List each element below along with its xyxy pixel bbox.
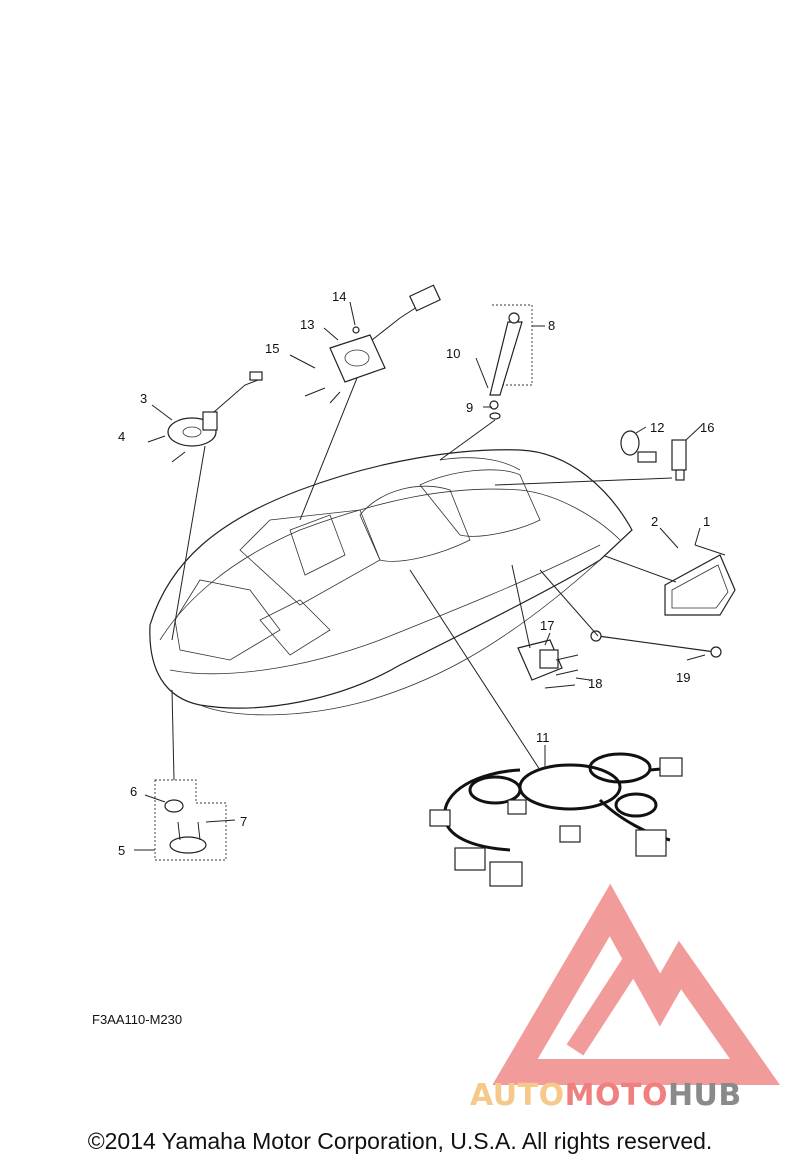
callout-18: 18 (588, 676, 602, 691)
callout-leaders (134, 301, 706, 851)
callout-13: 13 (300, 317, 314, 332)
callout-2: 2 (651, 514, 658, 529)
callout-11: 11 (536, 730, 550, 745)
boat-hull (149, 449, 633, 716)
callout-16: 16 (700, 420, 714, 435)
watermark-logo-icon (492, 883, 780, 1085)
callout-19: 19 (676, 670, 690, 685)
part-19-cable (590, 630, 722, 658)
part-3-flange (167, 371, 263, 447)
watermark-brand: AUTOMOTOHUB (470, 1078, 742, 1113)
part-16-sensor (620, 430, 687, 481)
watermark-hub: HUB (667, 1078, 742, 1113)
callout-8: 8 (548, 318, 555, 333)
part-8-hose (489, 304, 533, 420)
callout-3: 3 (140, 391, 147, 406)
leader-lines (171, 377, 677, 781)
part-17-unit (517, 639, 579, 689)
part-11-harness (429, 752, 683, 887)
callout-14: 14 (332, 289, 346, 304)
callout-6: 6 (130, 784, 137, 799)
part-1-bracket (664, 544, 736, 616)
callout-15: 15 (265, 341, 279, 356)
watermark-moto: MOTO (564, 1078, 668, 1113)
callout-1: 1 (703, 514, 710, 529)
callout-10: 10 (446, 346, 460, 361)
watermark-auto: AUTO (470, 1078, 565, 1113)
copyright-notice: ©2014 Yamaha Motor Corporation, U.S.A. A… (87, 1128, 713, 1154)
callout-9: 9 (466, 400, 473, 415)
callout-4: 4 (118, 429, 125, 444)
callout-12: 12 (650, 420, 664, 435)
callout-7: 7 (240, 814, 247, 829)
diagram-code: F3AA110-M230 (92, 1012, 183, 1027)
callout-5: 5 (118, 843, 125, 858)
part-5-plug (154, 779, 227, 861)
part-13-plate (329, 284, 441, 383)
callout-17: 17 (540, 618, 554, 633)
